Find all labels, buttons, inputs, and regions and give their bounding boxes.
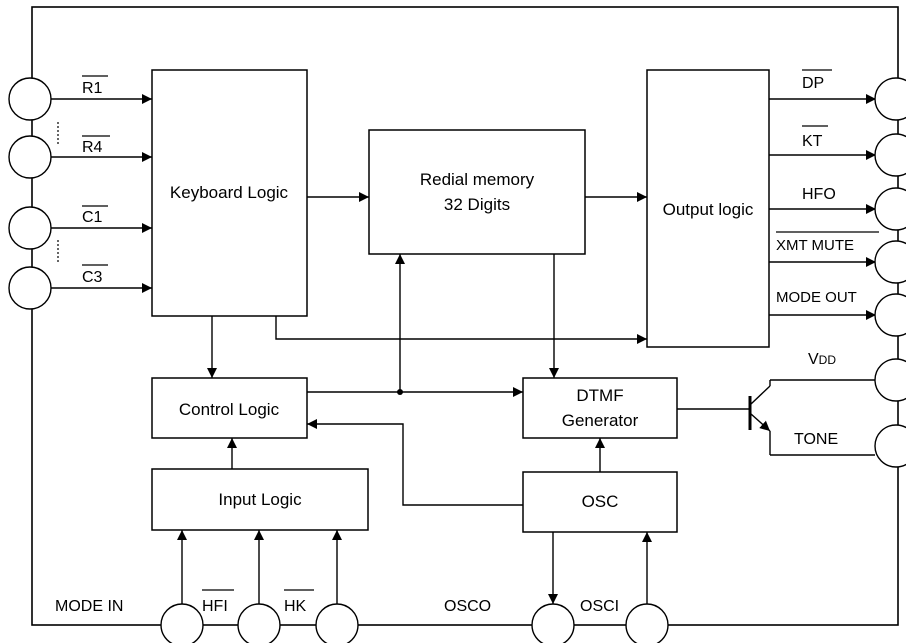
pin-c3: C3	[8, 264, 152, 310]
redial-memory-label: Redial memory	[420, 170, 535, 189]
pin-r4: R4	[8, 135, 152, 179]
pin-osci-label: OSCI	[580, 598, 619, 615]
pin-dp: DP	[769, 69, 906, 121]
pin-vdd: VDD	[808, 351, 906, 402]
keyboard-logic-block	[151, 69, 308, 317]
osc-label: OSC	[582, 492, 619, 511]
internal-wiring	[207, 192, 647, 506]
dtmf-generator-label: Generator	[562, 411, 639, 430]
pin-tone: TONE	[794, 424, 906, 468]
redial-memory-block	[368, 129, 586, 255]
pin-mode-out-label: MODE OUT	[776, 289, 857, 306]
pin-r4-label: R4	[82, 139, 103, 156]
pin-r1-label: R1	[82, 80, 103, 97]
pin-mode-in: MODE IN	[55, 530, 204, 643]
pin-xmt-mute-label: XMT MUTE	[776, 237, 854, 254]
pin-hfi-label: HFI	[202, 598, 228, 615]
pin-osco-label: OSCO	[444, 598, 491, 615]
control-logic-block	[151, 377, 308, 439]
pin-r1: R1	[8, 75, 152, 121]
redial-memory-capacity-label: 32 Digits	[444, 195, 510, 214]
osc-block	[522, 471, 678, 533]
pin-dp-label: DP	[802, 75, 824, 92]
output-logic-label: Output logic	[663, 200, 754, 219]
control-logic-label: Control Logic	[179, 400, 280, 419]
pin-hk: HK	[284, 530, 359, 643]
pin-mode-in-label: MODE IN	[55, 598, 123, 615]
input-logic-label: Input Logic	[218, 490, 302, 509]
pin-hfo: HFO	[769, 186, 906, 231]
pin-kt: KT	[769, 125, 906, 177]
output-transistor	[677, 379, 875, 456]
pin-vdd-label: VDD	[808, 351, 836, 368]
pin-xmt-mute: XMT MUTE	[769, 231, 906, 284]
keyboard-logic-label: Keyboard Logic	[170, 183, 289, 202]
pin-hk-label: HK	[284, 598, 307, 615]
pin-hfi: HFI	[202, 530, 281, 643]
pin-c3-label: C3	[82, 269, 103, 286]
pin-c1: C1	[8, 205, 152, 250]
pin-kt-label: KT	[802, 133, 823, 150]
pin-c1-label: C1	[82, 209, 103, 226]
pin-hfo-label: HFO	[802, 186, 836, 203]
pin-osco: OSCO	[444, 532, 575, 643]
pin-tone-label: TONE	[794, 431, 838, 448]
output-logic-block	[646, 69, 770, 348]
pin-mode-out: MODE OUT	[769, 289, 906, 337]
dtmf-label: DTMF	[576, 386, 623, 405]
pin-osci: OSCI	[580, 532, 669, 643]
dtmf-generator-block	[522, 377, 678, 439]
